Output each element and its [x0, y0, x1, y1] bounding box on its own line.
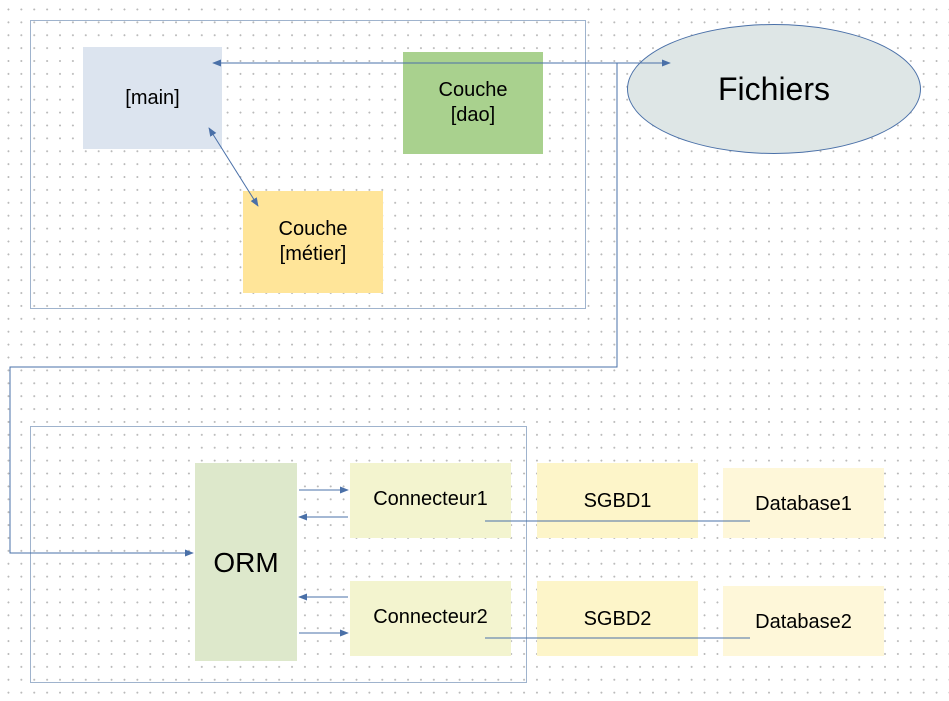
connecteur1-node[interactable]: Connecteur1 [350, 463, 511, 538]
main-node[interactable]: [main] [83, 47, 222, 149]
connecteur2-node[interactable]: Connecteur2 [350, 581, 511, 656]
metier-layer-node[interactable]: Couche [métier] [243, 191, 383, 293]
orm-node[interactable]: ORM [195, 463, 297, 661]
database1-node[interactable]: Database1 [723, 468, 884, 538]
fichiers-node[interactable]: Fichiers [627, 24, 921, 154]
sgbd1-node[interactable]: SGBD1 [537, 463, 698, 538]
sgbd2-node[interactable]: SGBD2 [537, 581, 698, 656]
database2-node[interactable]: Database2 [723, 586, 884, 656]
dao-layer-node[interactable]: Couche [dao] [403, 52, 543, 154]
